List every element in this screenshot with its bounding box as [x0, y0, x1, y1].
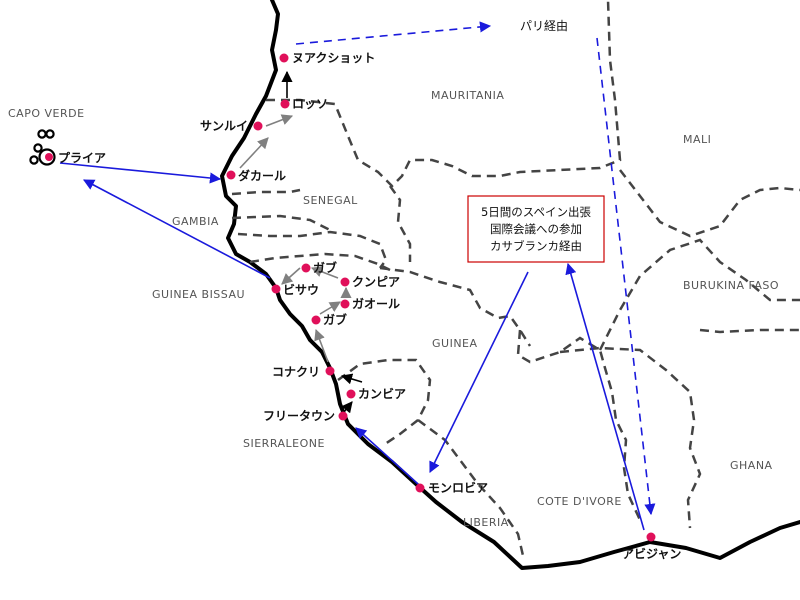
trip-note-line-3: カサブランカ経由 [490, 239, 582, 253]
city-label-saint-louis: サンルイ [200, 119, 248, 133]
city-dot-conakry [325, 366, 335, 376]
city-dot-bissau [271, 284, 281, 294]
city-dot-abidjan [646, 532, 656, 542]
city-dot-gabu-north [301, 263, 311, 273]
route-gabu-gaoal [319, 301, 341, 315]
country-label-burkina-faso: BURUKINA FASO [683, 279, 779, 292]
trip-note-line-1: 5日間のスペイン出張 [481, 205, 592, 219]
city-label-gabu-north: ガブ [313, 260, 337, 275]
city-label-conakry: コナクリ [272, 365, 320, 379]
city-label-freetown: フリータウン [263, 409, 335, 423]
routes [59, 21, 656, 531]
city-dot-rosso [280, 99, 290, 109]
country-label-mauritania: MAURITANIA [431, 89, 504, 102]
city-label-kambia: カンビア [358, 386, 406, 401]
country-label-ghana: GHANA [730, 459, 773, 472]
route-conakry-gabu [314, 328, 329, 363]
city-dot-monrovia [415, 483, 425, 493]
coastline [220, 0, 800, 570]
city-dot-freetown [338, 411, 348, 421]
country-label-gambia: GAMBIA [172, 215, 219, 228]
route-monrovia-freetown [355, 427, 419, 485]
city-label-gaoal: ガオール [352, 296, 400, 311]
route-paris-abidjan [596, 37, 656, 516]
city-label-bissau: ビサウ [283, 282, 319, 297]
country-label-liberia: LIBERIA [463, 516, 509, 529]
city-dot-saint-louis [253, 121, 263, 131]
route-kumpia-gabu-north [310, 266, 339, 279]
city-dot-kambia [346, 389, 356, 399]
country-label-mali: MALI [683, 133, 711, 146]
city-label-praia: プライア [58, 150, 106, 165]
city-dot-nouakchott [279, 53, 289, 63]
country-label-guinea: GUINEA [432, 337, 478, 350]
route-kambia-conakry [340, 373, 363, 385]
city-dots [45, 53, 656, 542]
route-praia-dakar [59, 162, 222, 184]
capo-verde-islands [29, 129, 56, 166]
city-dot-gabu-south [311, 315, 321, 325]
city-label-abidjan: アビジャン [622, 546, 681, 561]
city-label-kumpia: クンピア [352, 275, 400, 289]
city-label-gabu-south: ガブ [323, 312, 347, 327]
route-bissau-praia [83, 179, 271, 279]
city-dot-dakar [226, 170, 236, 180]
route-dakar-saintlouis [239, 137, 269, 169]
trip-note-line-2: 国際会議への参加 [490, 222, 582, 236]
route-gabu-north-bissau [281, 267, 301, 285]
city-dot-gaoal [340, 299, 350, 309]
route-saintlouis-rosso [265, 114, 294, 127]
trip-note-box: 5日間のスペイン出張 国際会議への参加 カサブランカ経由 [467, 195, 605, 263]
country-label-capo-verde: CAPO VERDE [8, 107, 85, 120]
city-label-dakar: ダカール [238, 168, 286, 183]
country-label-sierra-leone: SIERRALEONE [243, 437, 325, 450]
paris-transit-label: パリ経由 [520, 19, 568, 33]
country-borders [231, 0, 800, 561]
city-dot-praia [45, 153, 53, 161]
city-label-nouakchott: ヌアクショット [292, 51, 375, 65]
route-to-paris [295, 21, 492, 45]
route-note-monrovia [429, 271, 529, 474]
city-label-monrovia: モンロビア [428, 480, 488, 495]
city-label-rosso: ロッソ [292, 97, 328, 111]
city-dot-kumpia [340, 277, 350, 287]
country-label-senegal: SENEGAL [303, 194, 358, 207]
route-freetown-kambia [341, 401, 353, 414]
country-label-guinea-bissau: GUINEA BISSAU [152, 288, 245, 301]
route-abidjan-note [565, 262, 645, 531]
country-label-cote-divoire: COTE D'IVORE [537, 495, 622, 508]
